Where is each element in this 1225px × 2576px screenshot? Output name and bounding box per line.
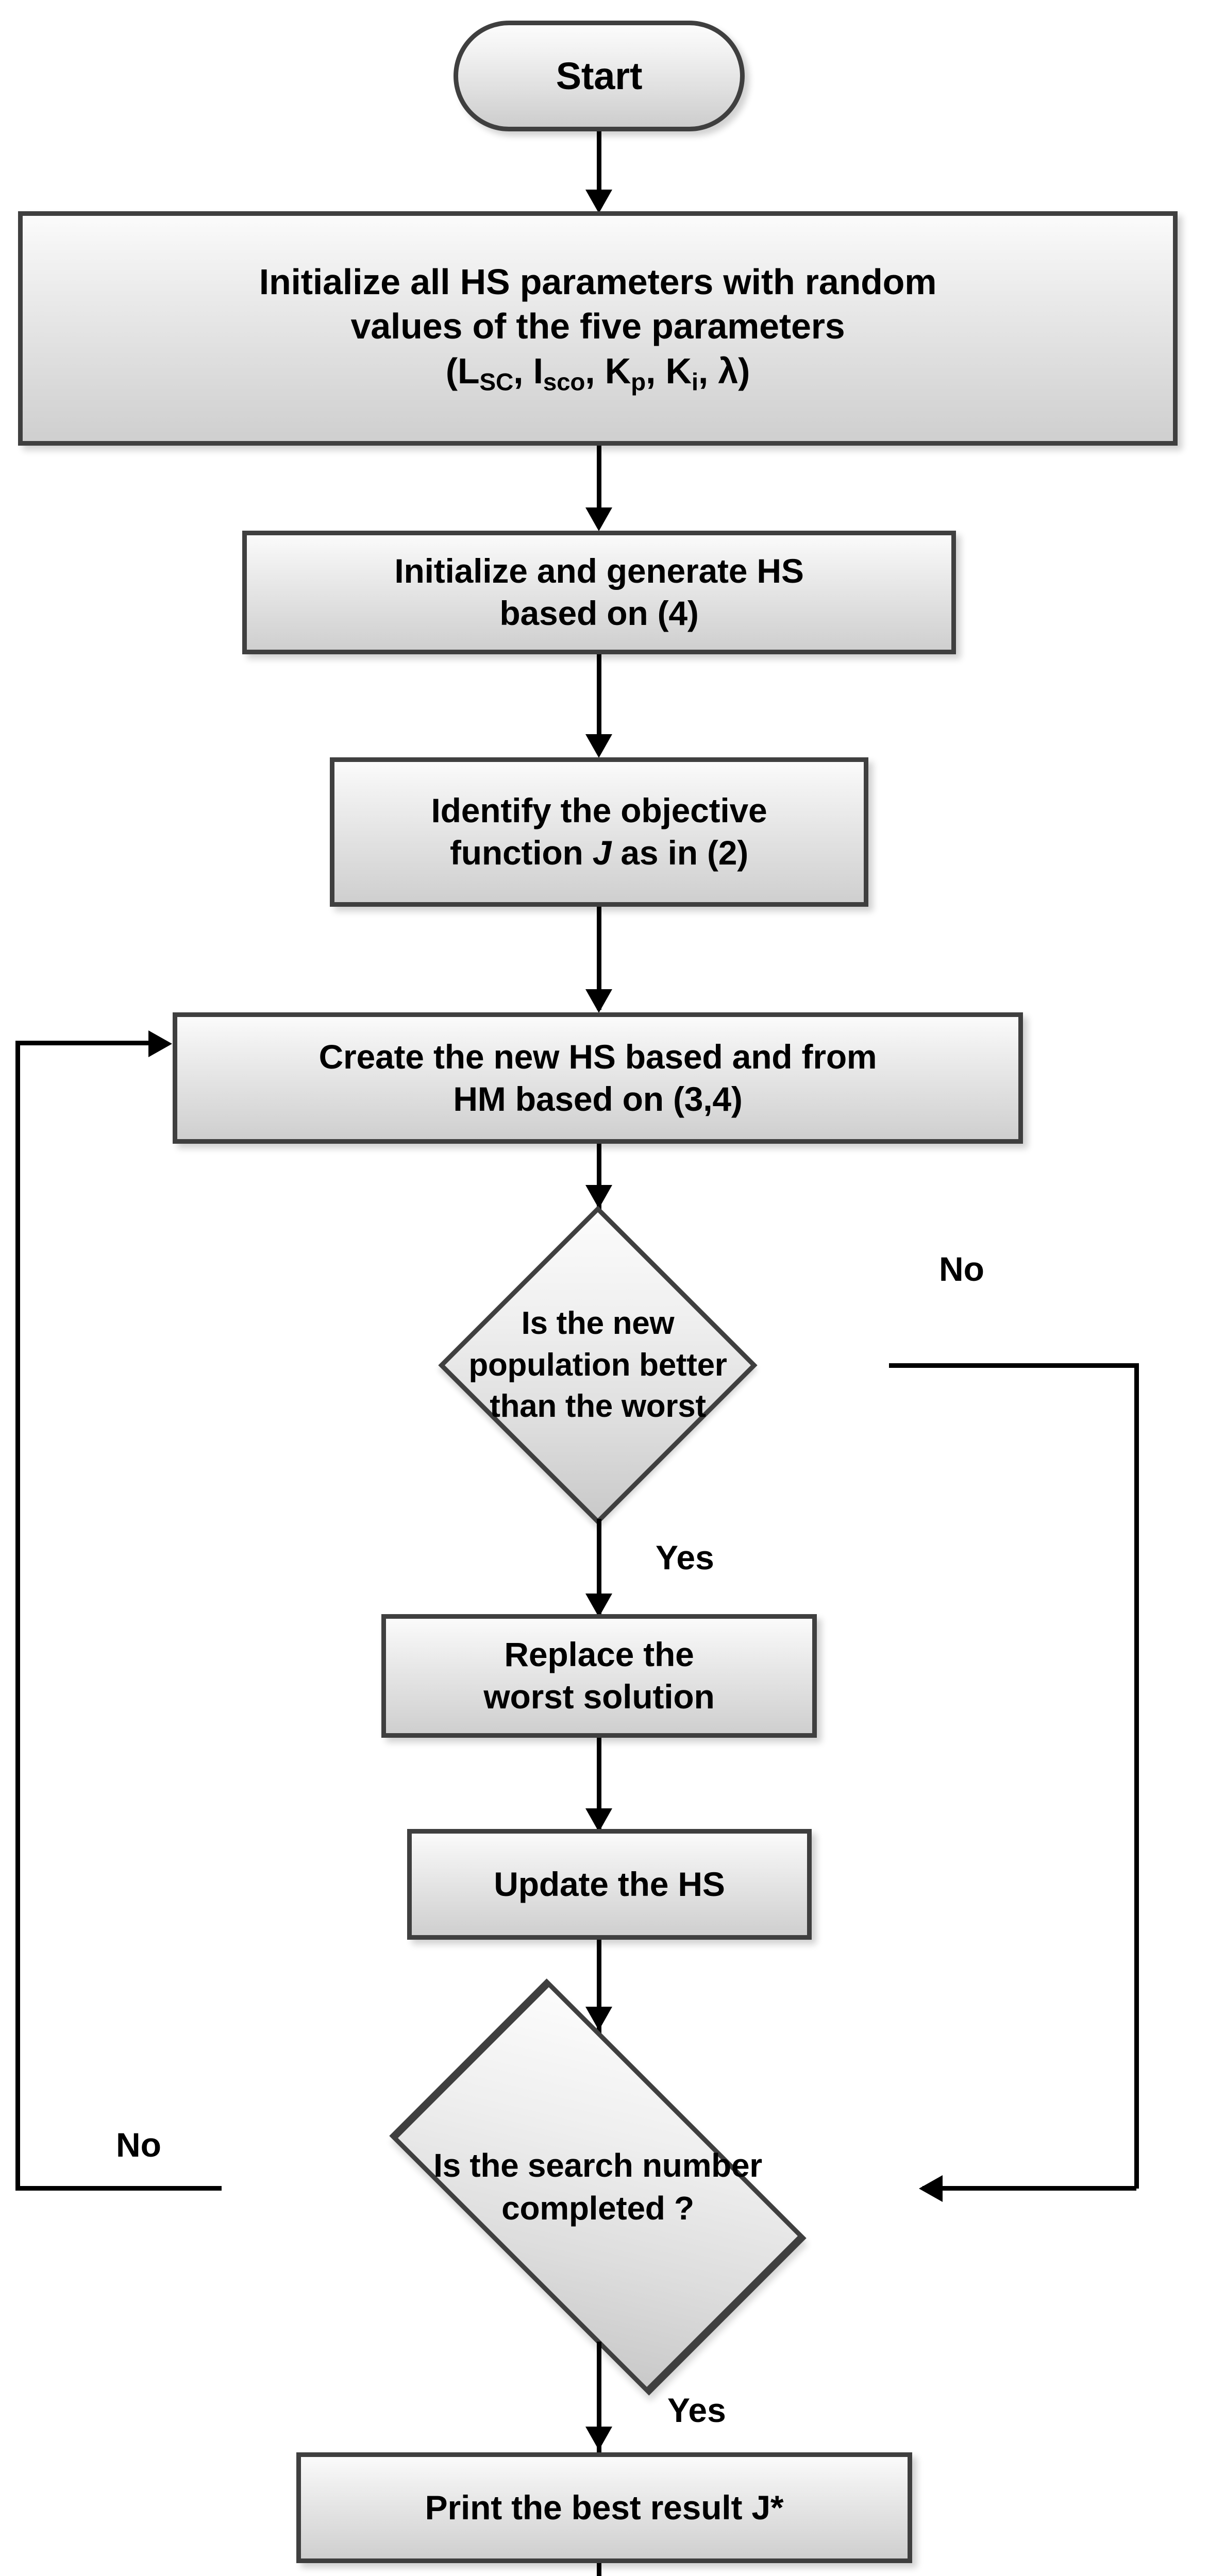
param-lambda: λ bbox=[718, 351, 739, 392]
edge-decision1-no-into-decision2 bbox=[922, 2186, 1136, 2191]
objective-symbol-J: J bbox=[592, 834, 612, 872]
edge-create-to-decision1 bbox=[597, 1144, 601, 1211]
create-hs-line1: Create the new HS based and from bbox=[318, 1037, 877, 1076]
edge-label-decision2-yes: Yes bbox=[667, 2391, 726, 2429]
node-create-new-hs[interactable]: Create the new HS based and from HM base… bbox=[173, 1012, 1023, 1144]
node-initialize-parameters[interactable]: Initialize all HS parameters with random… bbox=[18, 211, 1178, 446]
edge-identify-to-create bbox=[597, 907, 601, 1010]
decision2-line2: completed ? bbox=[501, 2190, 694, 2227]
print-result-label: Print the best result J* bbox=[425, 2488, 784, 2527]
node-start-label: Start bbox=[556, 54, 643, 97]
edge-decision2-no-horizontal bbox=[15, 2186, 222, 2191]
arrowhead-init-to-generate bbox=[585, 507, 612, 531]
init-params-line1: Initialize all HS parameters with random bbox=[259, 261, 937, 302]
decision1-line2: population better bbox=[468, 1347, 727, 1383]
objective-line1: Identify the objective bbox=[431, 791, 767, 830]
replace-line1: Replace the bbox=[504, 1635, 694, 1674]
arrowhead-generate-to-identify bbox=[585, 734, 612, 758]
edge-print-to-end bbox=[597, 2563, 601, 2576]
edge-decision2-no-vertical bbox=[15, 1041, 20, 2189]
param-Isco-base: I bbox=[533, 351, 543, 392]
edge-generate-to-identify bbox=[597, 654, 601, 753]
param-Lsc-sub: SC bbox=[479, 368, 514, 396]
generate-hs-line1: Initialize and generate HS bbox=[394, 552, 804, 590]
objective-line2-post: as in (2) bbox=[611, 834, 749, 872]
edge-decision2-to-print bbox=[597, 2342, 601, 2452]
arrowhead-no-into-create-hs bbox=[148, 1030, 172, 1057]
edge-label-decision1-yes: Yes bbox=[656, 1538, 714, 1577]
edge-decision2-no-into-create bbox=[15, 1041, 155, 1045]
init-params-line2: values of the five parameters bbox=[350, 306, 845, 347]
edge-label-decision2-no: No bbox=[116, 2126, 161, 2164]
node-start[interactable]: Start bbox=[454, 21, 745, 131]
param-Ki-base: K bbox=[665, 351, 692, 392]
edge-decision1-to-replace bbox=[597, 1519, 601, 1617]
decision1-line1: Is the new bbox=[521, 1306, 675, 1342]
arrowhead-create-to-decision1 bbox=[585, 1185, 612, 1209]
paren-close: ) bbox=[738, 351, 750, 392]
node-decision-population-better[interactable]: Is the new population better than the wo… bbox=[304, 1206, 892, 1525]
edge-label-decision1-no: No bbox=[939, 1250, 984, 1288]
objective-line2-pre: function bbox=[449, 834, 593, 872]
decision1-line3: than the worst bbox=[490, 1388, 706, 1425]
node-print-best-result[interactable]: Print the best result J* bbox=[296, 2452, 912, 2563]
generate-hs-line2: based on (4) bbox=[499, 594, 699, 632]
paren-open: ( bbox=[445, 351, 458, 392]
arrowhead-decision1-to-replace bbox=[585, 1594, 612, 1617]
node-initialize-generate-hs[interactable]: Initialize and generate HS based on (4) bbox=[242, 531, 956, 654]
node-decision-search-completed[interactable]: Is the search number completed ? bbox=[186, 1978, 1010, 2396]
init-params-line3: (LSC, Isco, Kp, Ki, λ) bbox=[445, 351, 750, 396]
node-identify-objective-function[interactable]: Identify the objective function J as in … bbox=[330, 757, 868, 907]
edge-init-to-generate bbox=[597, 446, 601, 524]
param-Ki-sub: i bbox=[691, 368, 698, 396]
node-replace-worst-solution[interactable]: Replace the worst solution bbox=[381, 1614, 817, 1738]
arrowhead-identify-to-create bbox=[585, 989, 612, 1013]
objective-line2: function J as in (2) bbox=[450, 832, 748, 874]
arrowhead-decision2-to-print bbox=[585, 2427, 612, 2450]
update-hs-label: Update the HS bbox=[494, 1865, 725, 1903]
edge-decision1-no-horizontal bbox=[889, 1363, 1139, 1368]
edge-start-to-init bbox=[597, 131, 601, 206]
create-hs-line2: HM based on (3,4) bbox=[453, 1079, 743, 1118]
param-Kp-base: K bbox=[605, 351, 631, 392]
arrowhead-replace-to-update bbox=[585, 1808, 612, 1832]
edge-update-to-decision2 bbox=[597, 1940, 601, 2035]
edge-replace-to-update bbox=[597, 1738, 601, 1833]
param-Lsc-base: L bbox=[457, 351, 480, 392]
replace-line2: worst solution bbox=[483, 1677, 715, 1716]
node-update-hs[interactable]: Update the HS bbox=[407, 1829, 812, 1940]
decision2-line1: Is the search number bbox=[433, 2146, 762, 2184]
arrowhead-no-into-decision2 bbox=[919, 2175, 943, 2202]
edge-decision1-no-vertical bbox=[1134, 1363, 1139, 2189]
param-Kp-sub: p bbox=[631, 368, 646, 396]
arrowhead-start-to-init bbox=[585, 190, 612, 213]
param-Isco-sub: sco bbox=[543, 368, 585, 396]
